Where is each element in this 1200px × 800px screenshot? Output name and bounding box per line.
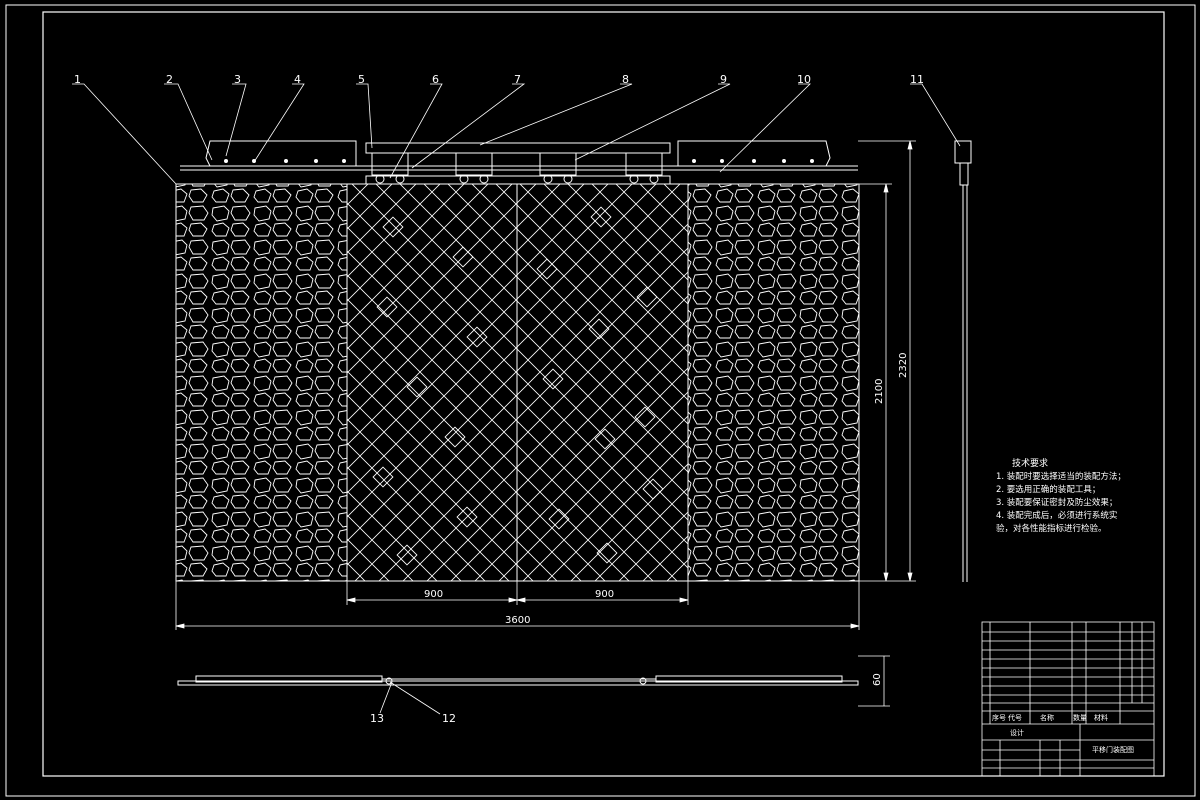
part-number-3: 3 (234, 73, 241, 86)
dim-panel-left: 900 (424, 589, 443, 600)
part-number-8: 8 (622, 73, 629, 86)
dim-panel-right: 900 (595, 589, 614, 600)
inner-frame (42, 11, 1165, 777)
tb-drawing-title: 平移门装配图 (1092, 745, 1134, 754)
top-rail-assembly (180, 140, 858, 185)
tb-header-name: 名称 (1040, 713, 1054, 722)
dim-overall-width: 3600 (505, 615, 530, 626)
dim-overall-height: 2320 (898, 353, 909, 378)
tb-header-material: 材料 (1094, 713, 1108, 722)
tb-header-seq: 序号 (992, 713, 1006, 722)
leader-lines (72, 83, 961, 715)
title-block (981, 621, 1155, 777)
side-section-view (954, 140, 972, 582)
part-number-13: 13 (370, 712, 384, 725)
rail-rivets (224, 159, 814, 163)
tech-requirement-4: 4. 装配完成后，必须进行系统实 (996, 511, 1118, 521)
right-stone-wall (687, 183, 860, 582)
tb-designer: 设计 (1010, 728, 1024, 737)
tech-requirement-3: 3. 装配要保证密封及防尘效果； (996, 498, 1118, 508)
title-block-text: 序号 代号 名称 数量 材料 设计 平移门装配图 (992, 713, 1134, 754)
outer-frame (5, 4, 1196, 797)
part-number-4: 4 (294, 73, 301, 86)
part-number-11: 11 (910, 73, 924, 86)
left-stone-wall (175, 183, 348, 582)
dimension-labels: 900 900 3600 2100 2320 60 (424, 353, 909, 686)
part-number-9: 9 (720, 73, 727, 86)
tech-requirement-1: 1. 装配时要选择适当的装配方法； (996, 472, 1126, 482)
tb-header-qty: 数量 (1073, 713, 1087, 722)
tech-requirement-5: 验，对各性能指标进行检验。 (996, 524, 1107, 534)
part-number-2: 2 (166, 73, 173, 86)
part-number-6: 6 (432, 73, 439, 86)
part-number-10: 10 (797, 73, 811, 86)
dim-door-height: 2100 (874, 379, 885, 404)
part-number-7: 7 (514, 73, 521, 86)
door-panel-right (516, 183, 689, 582)
dimension-lines (175, 140, 916, 707)
technical-requirements: 技术要求 1. 装配时要选择适当的装配方法； 2. 要选用正确的装配工具； 3.… (996, 458, 1146, 536)
part-number-12: 12 (442, 712, 456, 725)
tb-header-code: 代号 (1008, 713, 1022, 722)
part-number-1: 1 (74, 73, 81, 86)
tech-requirements-title: 技术要求 (1012, 459, 1049, 469)
tech-requirement-2: 2. 要选用正确的装配工具； (996, 485, 1101, 495)
part-number-labels: 1 2 3 4 5 6 7 8 9 10 11 12 13 (74, 73, 924, 725)
dim-rail-height: 60 (872, 673, 883, 686)
plan-view (177, 675, 859, 686)
part-number-5: 5 (358, 73, 365, 86)
door-panel-left (346, 183, 518, 582)
